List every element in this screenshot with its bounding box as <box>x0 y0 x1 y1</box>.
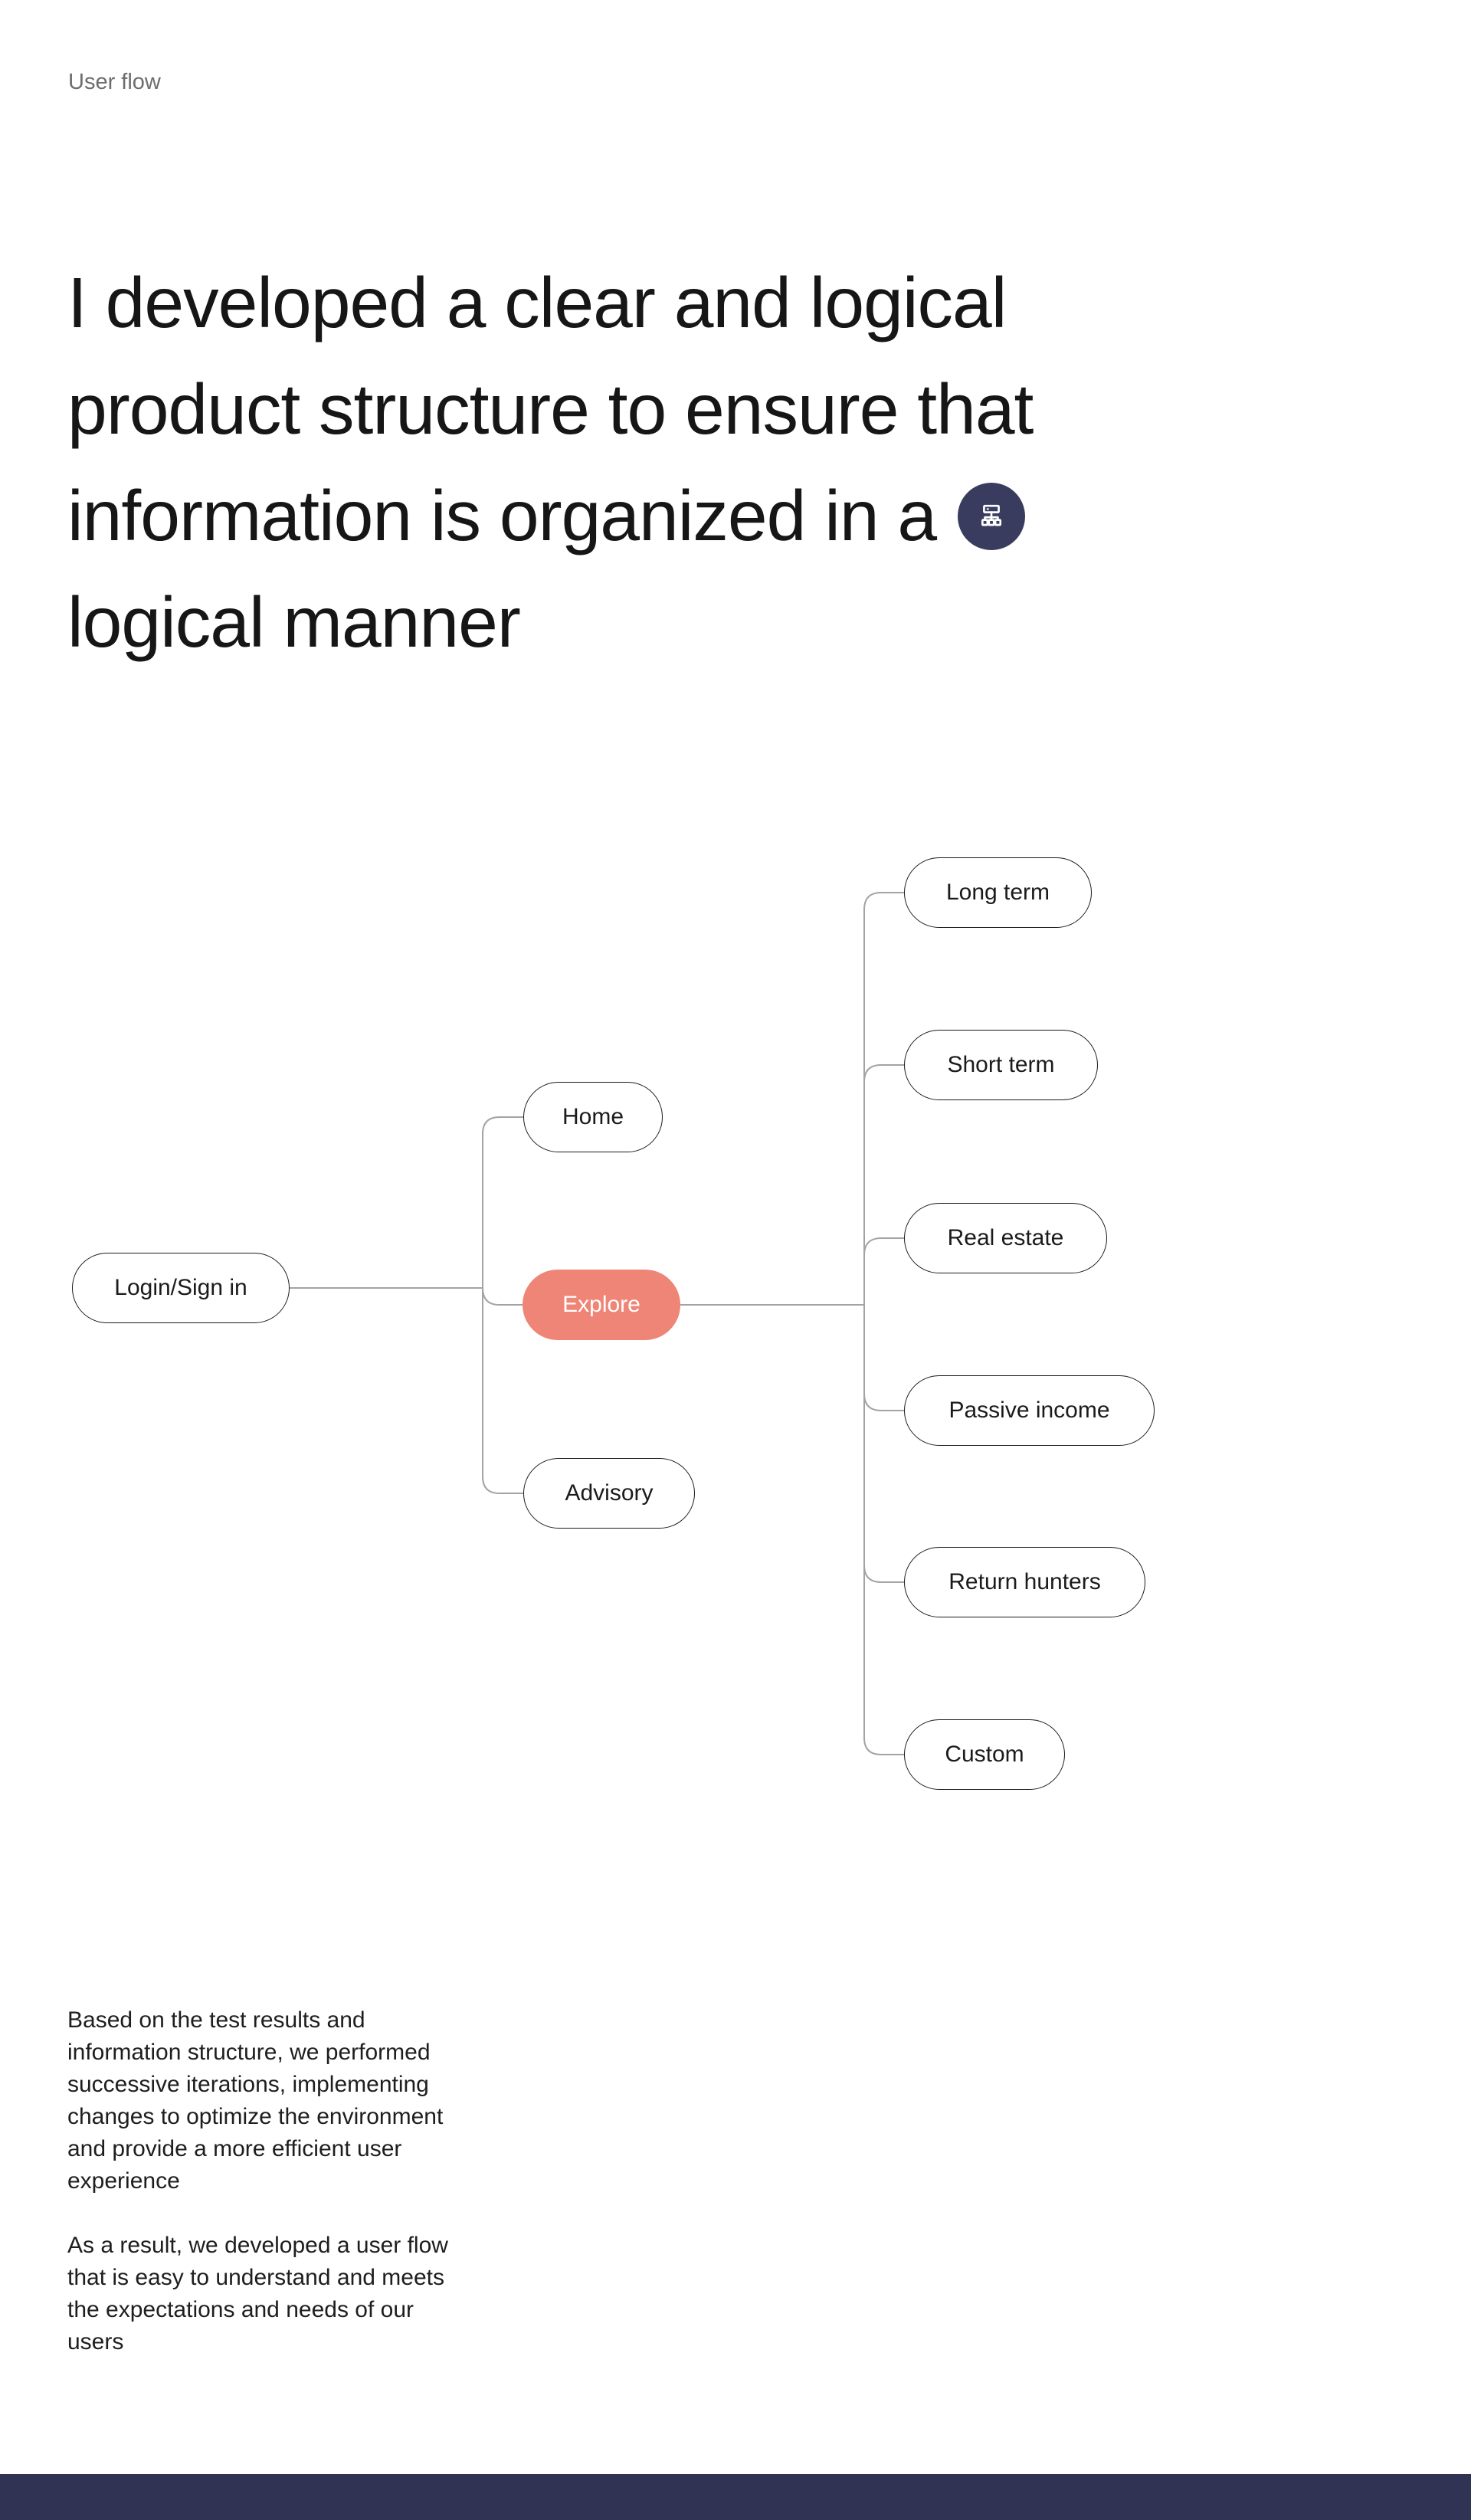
connector-lines <box>290 892 904 1755</box>
flow-node-home: Home <box>523 1082 663 1152</box>
result-paragraph-1: Based on the test results and informatio… <box>67 2007 444 2194</box>
title-line-4: logical manner <box>67 582 521 662</box>
flow-node-explore: Explore <box>523 1270 680 1340</box>
flow-node-long-term: Long term <box>904 857 1092 928</box>
flow-node-short-term: Short term <box>904 1030 1098 1100</box>
page-title: I developed a clear and logical product … <box>67 250 1416 676</box>
title-line-3: information is organized in a <box>67 476 937 555</box>
title-line-3-row: information is organized in a <box>67 463 1416 569</box>
sitemap-icon-badge <box>958 482 1026 550</box>
section-label: User flow <box>68 70 161 94</box>
flow-node-return-hunters: Return hunters <box>904 1547 1145 1617</box>
footer-bar <box>0 2474 1471 2520</box>
flow-node-advisory: Advisory <box>523 1458 695 1529</box>
title-line-2: product structure to ensure that <box>67 369 1034 449</box>
title-line-1: I developed a clear and logical <box>67 263 1007 342</box>
flow-node-custom: Custom <box>904 1719 1065 1790</box>
flow-node-real-estate: Real estate <box>904 1203 1107 1273</box>
sitemap-icon <box>981 504 1002 526</box>
flow-node-passive-income: Passive income <box>904 1375 1155 1446</box>
result-paragraph-2: As a result, we developed a user flow th… <box>67 2233 448 2355</box>
flow-node-login: Login/Sign in <box>72 1253 290 1323</box>
